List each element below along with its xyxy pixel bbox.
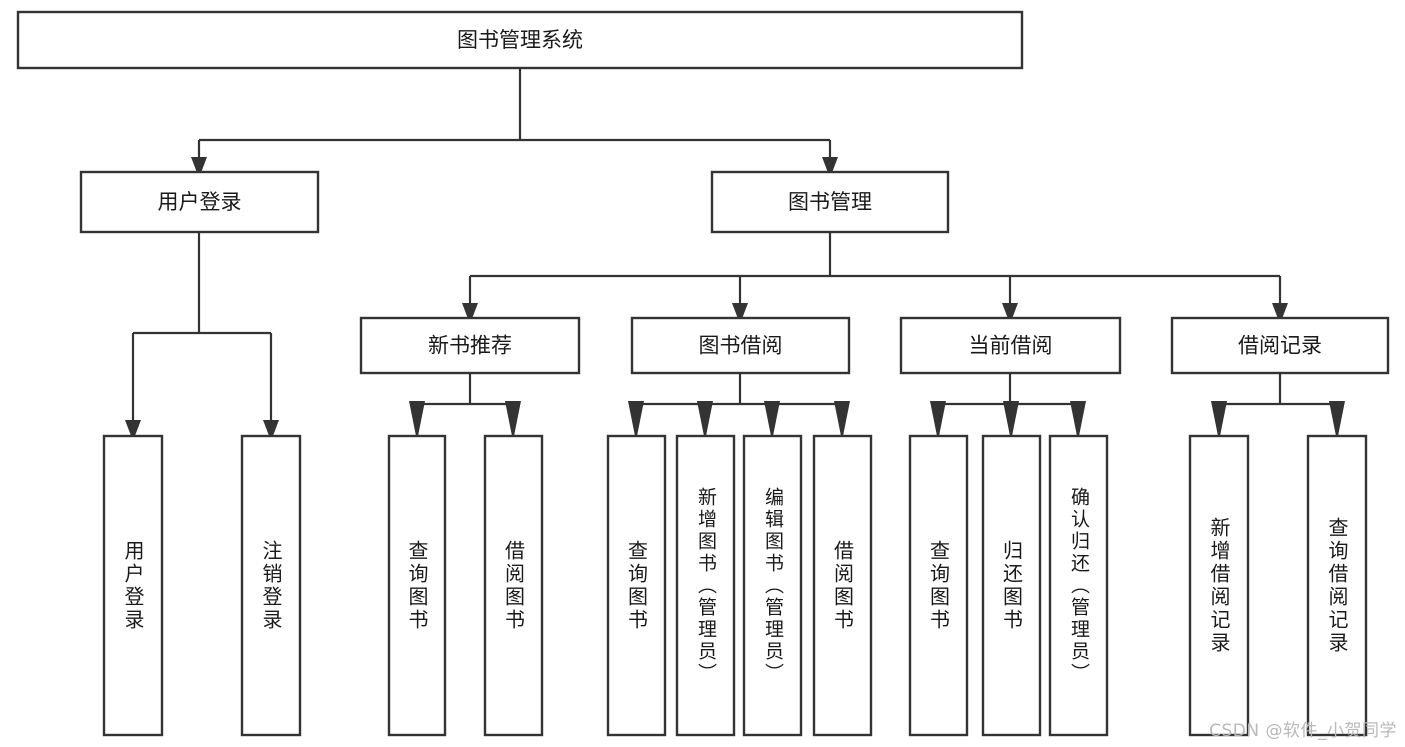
arrow-to-leaf-logout — [263, 420, 279, 441]
node-root[interactable]: 图书管理系统 — [16, 10, 1024, 70]
arrow-to-leaf-query-book-3 — [930, 401, 946, 441]
arrow-to-leaf-query-book-2 — [628, 401, 644, 441]
leaf-borrow-book-2-box[interactable] — [812, 434, 873, 737]
arrow-to-borrow-record — [1272, 303, 1288, 324]
leaf-query-book-3-box[interactable] — [908, 434, 969, 737]
arrow-to-leaf-add-book — [697, 401, 713, 441]
node-current-borrow[interactable]: 当前借阅 — [899, 316, 1122, 375]
arrow-to-leaf-return-book — [1003, 401, 1019, 441]
connector-newbook-to-children — [415, 373, 515, 424]
leaf-query-record-box[interactable] — [1306, 434, 1368, 737]
node-new-book-recommend-label: 新书推荐 — [428, 334, 512, 358]
node-user-login-label: 用户登录 — [158, 190, 242, 214]
node-root-label: 图书管理系统 — [457, 28, 583, 52]
csdn-watermark: CSDN @软件_小贺同学 — [1209, 721, 1397, 741]
node-new-book-recommend[interactable]: 新书推荐 — [359, 316, 581, 375]
node-user-login[interactable]: 用户登录 — [79, 170, 320, 234]
node-root-box[interactable] — [16, 10, 1024, 70]
leaf-add-book-box[interactable] — [675, 434, 736, 737]
connector-userlogin-to-children — [131, 232, 273, 424]
node-current-borrow-label: 当前借阅 — [969, 334, 1053, 358]
leaf-add-record-box[interactable] — [1188, 434, 1250, 737]
connector-layer — [125, 68, 1345, 441]
node-new-book-recommend-box[interactable] — [359, 316, 581, 375]
arrow-to-leaf-borrow-book-2 — [834, 401, 850, 441]
leaf-borrow-book-1-box[interactable] — [483, 434, 544, 737]
arrow-to-book-borrow — [732, 303, 748, 324]
connector-bookmanage-to-level3 — [468, 232, 1282, 306]
node-borrow-record-box[interactable] — [1170, 316, 1390, 375]
leaf-return-book-box[interactable] — [981, 434, 1042, 737]
leaf-edit-book-box[interactable] — [742, 434, 803, 737]
arrow-to-book-manage — [822, 157, 838, 178]
node-user-login-box[interactable] — [79, 170, 320, 234]
node-book-manage-box[interactable] — [710, 170, 950, 234]
arrow-to-new-book-rec — [462, 303, 478, 324]
leaf-logout-box[interactable] — [240, 434, 302, 737]
arrow-to-leaf-query-record — [1329, 401, 1345, 441]
node-layer: 图书管理系统 用户登录 图书管理 新书推荐 图书借阅 — [16, 10, 1390, 737]
node-borrow-record-label: 借阅记录 — [1238, 334, 1322, 358]
arrow-to-user-login — [191, 157, 207, 178]
node-book-borrow-box[interactable] — [630, 316, 851, 375]
node-book-borrow-label: 图书借阅 — [699, 334, 783, 358]
connector-bookborrow-to-children — [634, 373, 844, 424]
node-borrow-record[interactable]: 借阅记录 — [1170, 316, 1390, 375]
arrow-to-leaf-add-record — [1211, 401, 1227, 441]
node-book-manage-label: 图书管理 — [788, 190, 872, 214]
leaf-user-login-box[interactable] — [102, 434, 164, 737]
leaf-confirm-return-box[interactable] — [1048, 434, 1109, 737]
connector-borrowrecord-to-children — [1217, 373, 1339, 424]
leaf-query-book-1-box[interactable] — [387, 434, 447, 737]
node-book-manage[interactable]: 图书管理 — [710, 170, 950, 234]
arrow-to-current-borrow — [1002, 303, 1018, 324]
node-book-borrow[interactable]: 图书借阅 — [630, 316, 851, 375]
connector-root-to-level2 — [197, 68, 832, 160]
arrow-to-leaf-borrow-book-1 — [505, 401, 521, 441]
arrow-to-leaf-query-book-1 — [409, 401, 425, 441]
arrow-to-leaf-user-login — [125, 420, 141, 441]
leaf-query-book-2-box[interactable] — [606, 434, 667, 737]
node-current-borrow-box[interactable] — [899, 316, 1122, 375]
arrow-to-leaf-confirm-return — [1070, 401, 1086, 441]
arrow-to-leaf-edit-book — [764, 401, 780, 441]
